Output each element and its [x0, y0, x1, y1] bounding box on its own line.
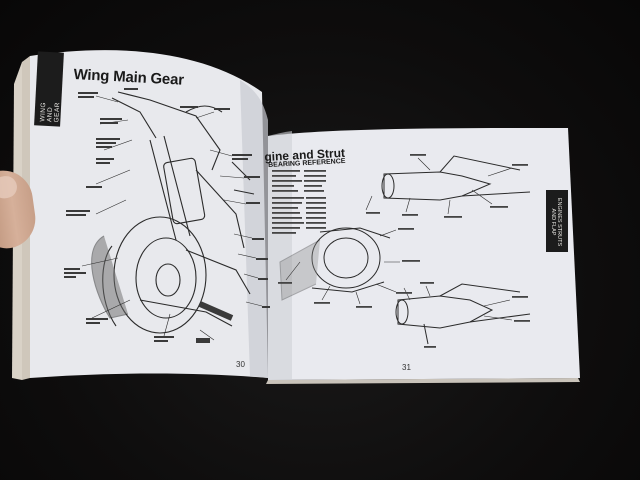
reference-list	[272, 154, 530, 348]
engine-strut-diagram	[279, 155, 531, 345]
right-section-tab: ENGINES STRUTS AND FLAP	[546, 190, 568, 252]
engine-leaders	[285, 157, 513, 321]
trunnion	[117, 91, 221, 171]
left-page	[30, 50, 268, 379]
left-section-tab: WING AND GEAR	[34, 51, 64, 127]
fan-face	[323, 237, 369, 279]
thumbnail	[0, 174, 19, 200]
right-page-edge	[266, 378, 580, 384]
engine-side-view	[397, 295, 494, 329]
strut-top	[439, 155, 531, 197]
brake-rod-thick	[198, 301, 234, 321]
right-page	[268, 128, 580, 380]
engine-cowl	[311, 227, 391, 293]
shock-strut	[163, 157, 206, 225]
left-page-number: 30	[236, 360, 245, 369]
brake-rod	[139, 299, 233, 327]
left-tab-label: WING AND GEAR	[39, 101, 62, 123]
engine-inlet	[311, 227, 381, 289]
right-tab-label: ENGINES STRUTS AND FLAP	[550, 197, 562, 247]
tire-fill	[91, 235, 129, 319]
callout-text-marks	[64, 88, 270, 343]
gutter-shadow-right	[268, 131, 292, 380]
right-page-number: 31	[402, 363, 411, 372]
actuator	[111, 97, 157, 139]
engine-top-inlet	[381, 173, 395, 199]
engine-top-view	[383, 171, 492, 201]
side-brace	[195, 169, 245, 249]
main-strut	[149, 135, 191, 241]
torsion-link	[185, 249, 251, 295]
upper-link	[185, 105, 223, 113]
side-leader	[423, 323, 429, 345]
axle	[155, 263, 181, 297]
wheel-hub	[135, 237, 197, 319]
landing-gear-diagram	[81, 91, 263, 341]
engine-side-inlet	[395, 299, 409, 325]
exhaust-cone	[279, 239, 321, 301]
